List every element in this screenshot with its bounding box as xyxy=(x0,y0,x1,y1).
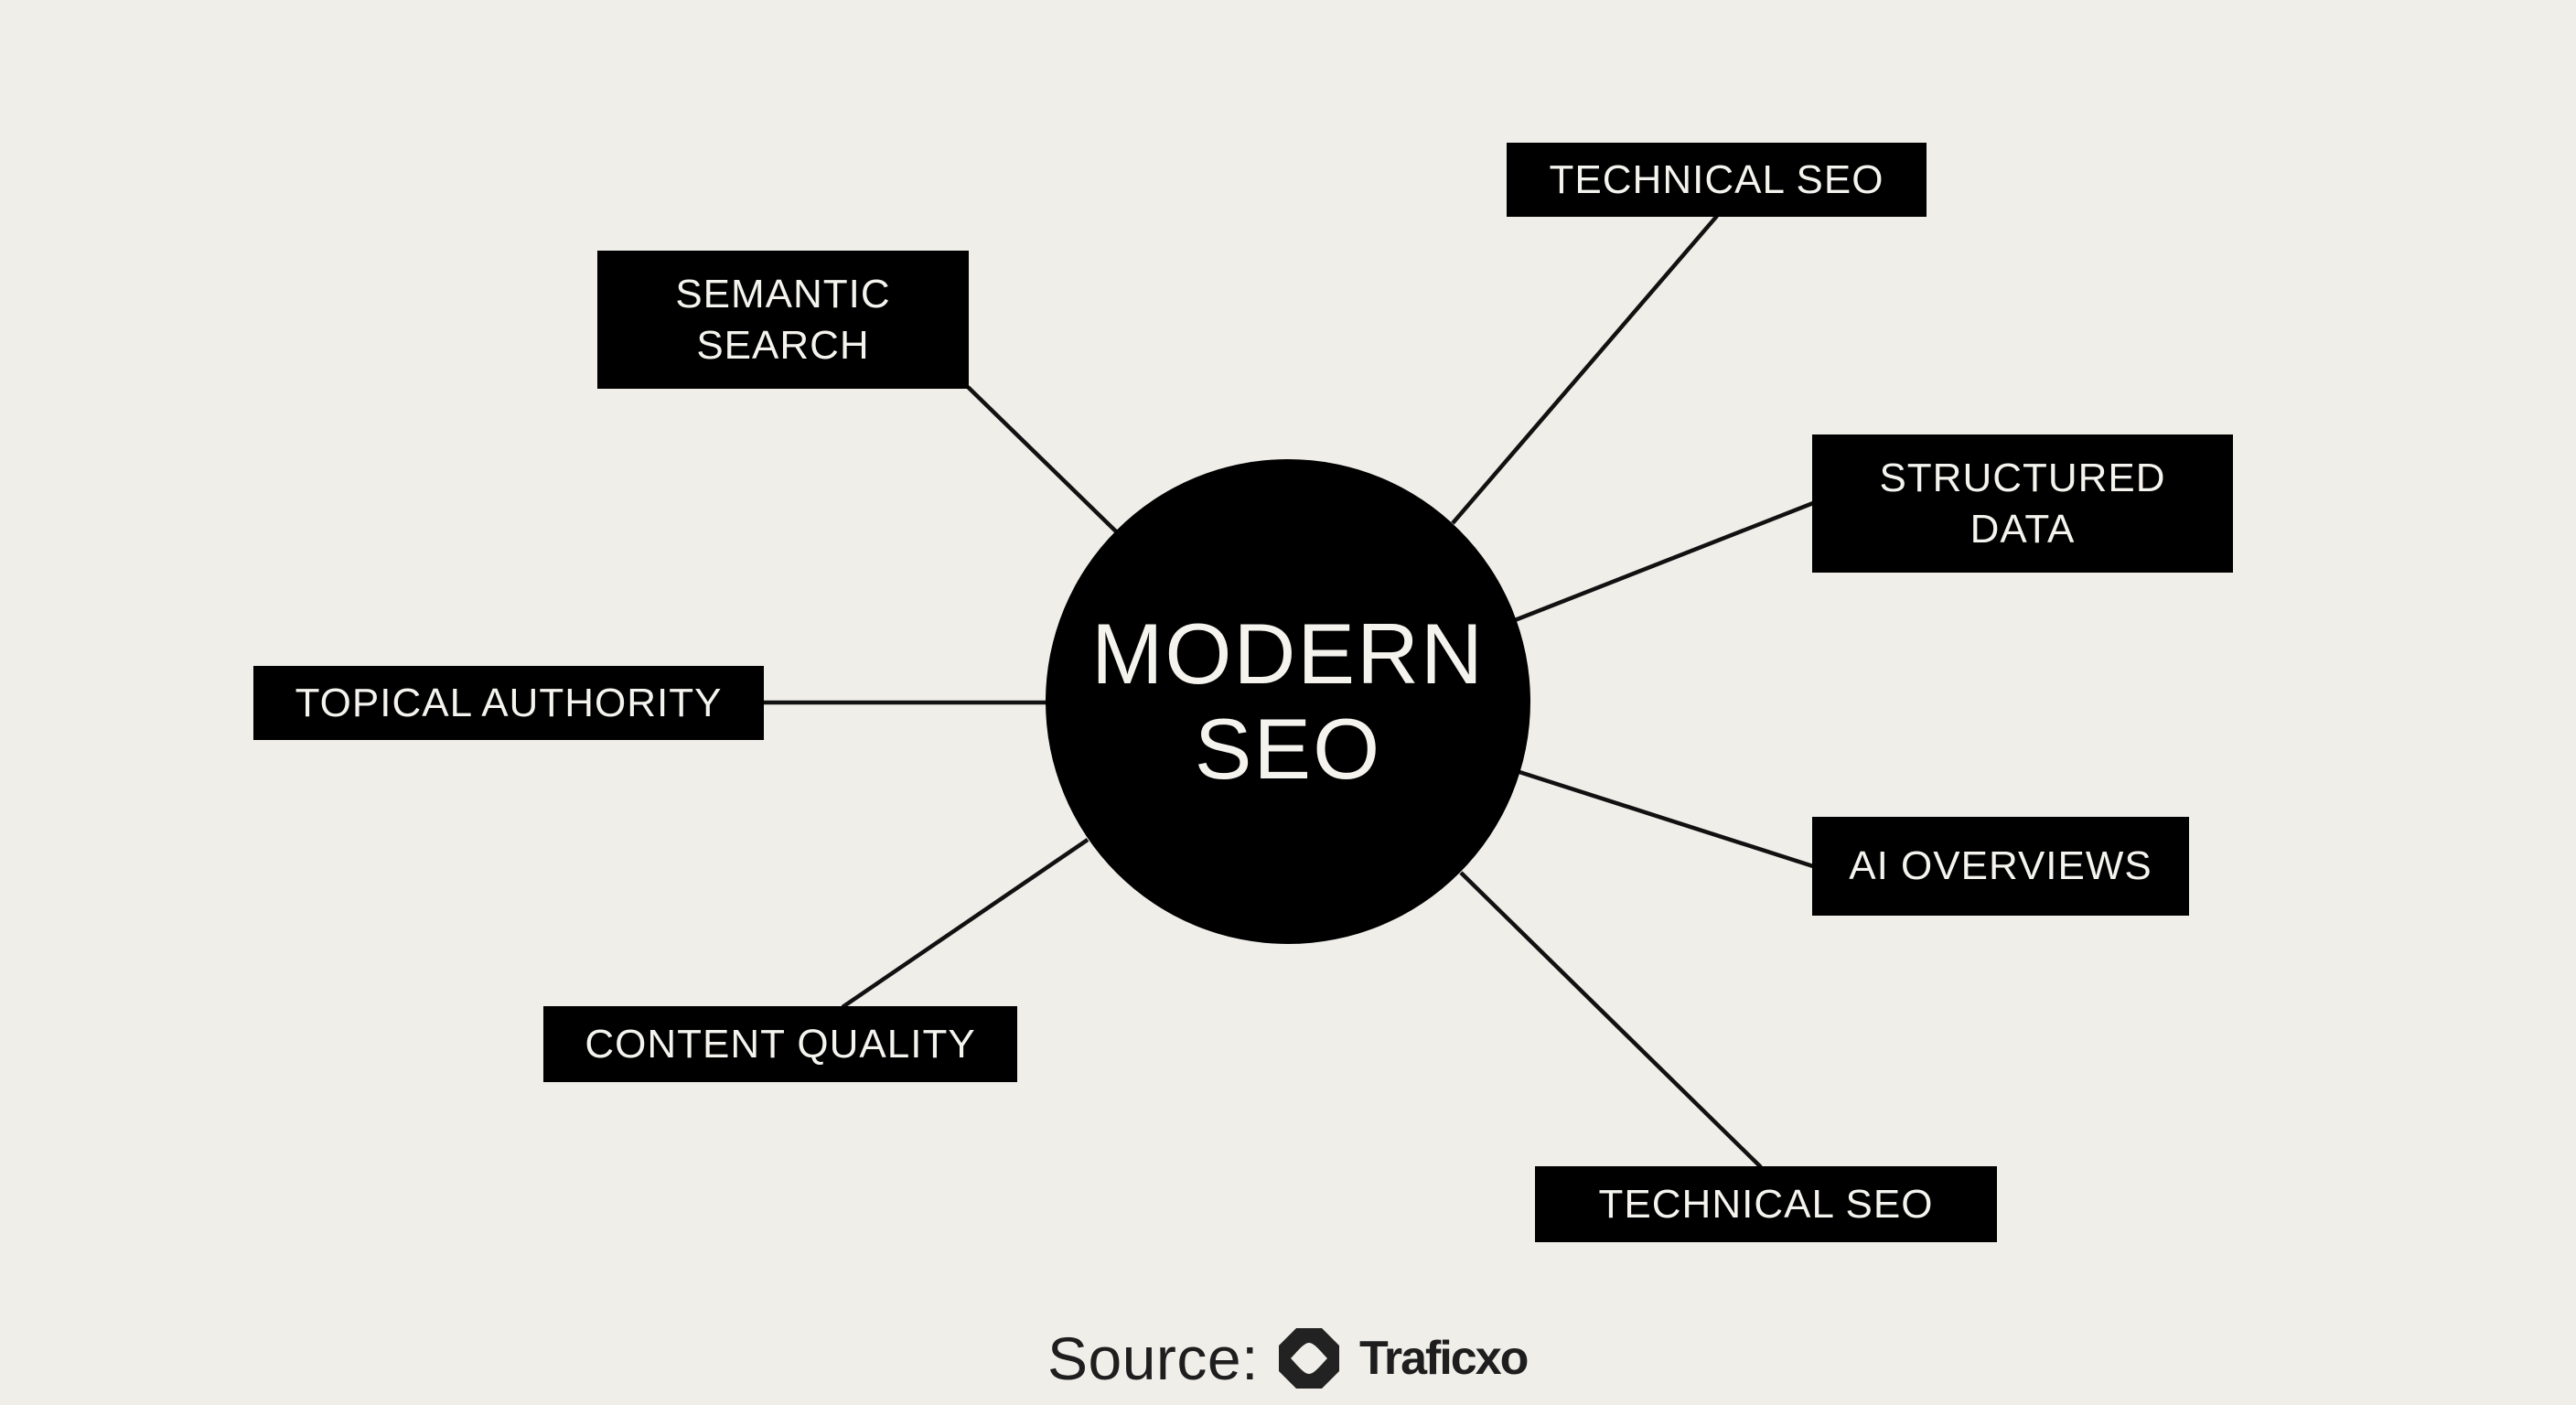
node-label: TOPICAL AUTHORITY xyxy=(295,680,723,725)
node-technical-seo-bottom: TECHNICAL SEO xyxy=(1535,1166,1997,1242)
source-label: Source: xyxy=(1047,1325,1259,1392)
connector-content-quality xyxy=(841,838,1089,1009)
node-label-line1: STRUCTURED xyxy=(1879,455,2166,500)
connector-technical-seo-bottom xyxy=(1459,871,1763,1169)
node-label-line2: DATA xyxy=(1970,506,2076,552)
node-structured-data: STRUCTURED DATA xyxy=(1812,434,2233,573)
node-label: TECHNICAL SEO xyxy=(1598,1181,1934,1227)
connector-structured-data xyxy=(1514,500,1814,623)
source-attribution: Source: Traficxo xyxy=(1047,1317,1529,1400)
connector-ai-overviews xyxy=(1519,769,1814,869)
hub-title-line1: MODERN xyxy=(1091,606,1485,702)
node-semantic-search: SEMANTIC SEARCH xyxy=(597,251,969,389)
node-ai-overviews: AI OVERVIEWS xyxy=(1812,817,2189,916)
node-label-line2: SEARCH xyxy=(696,322,870,368)
node-label: TECHNICAL SEO xyxy=(1549,156,1884,202)
center-hub-modern-seo: MODERN SEO xyxy=(1046,459,1530,944)
connector-semantic-search xyxy=(966,385,1119,534)
node-technical-seo-top: TECHNICAL SEO xyxy=(1507,143,1927,217)
connector-technical-seo-top xyxy=(1451,214,1719,525)
node-label: AI OVERVIEWS xyxy=(1849,843,2152,888)
node-topical-authority: TOPICAL AUTHORITY xyxy=(253,666,764,740)
node-content-quality: CONTENT QUALITY xyxy=(543,1006,1017,1082)
node-label: CONTENT QUALITY xyxy=(585,1021,976,1067)
octagon-logo-icon xyxy=(1278,1328,1339,1389)
hub-title-line2: SEO xyxy=(1194,701,1382,797)
brand-name: Traficxo xyxy=(1358,1332,1529,1385)
node-label-line1: SEMANTIC xyxy=(675,271,891,316)
